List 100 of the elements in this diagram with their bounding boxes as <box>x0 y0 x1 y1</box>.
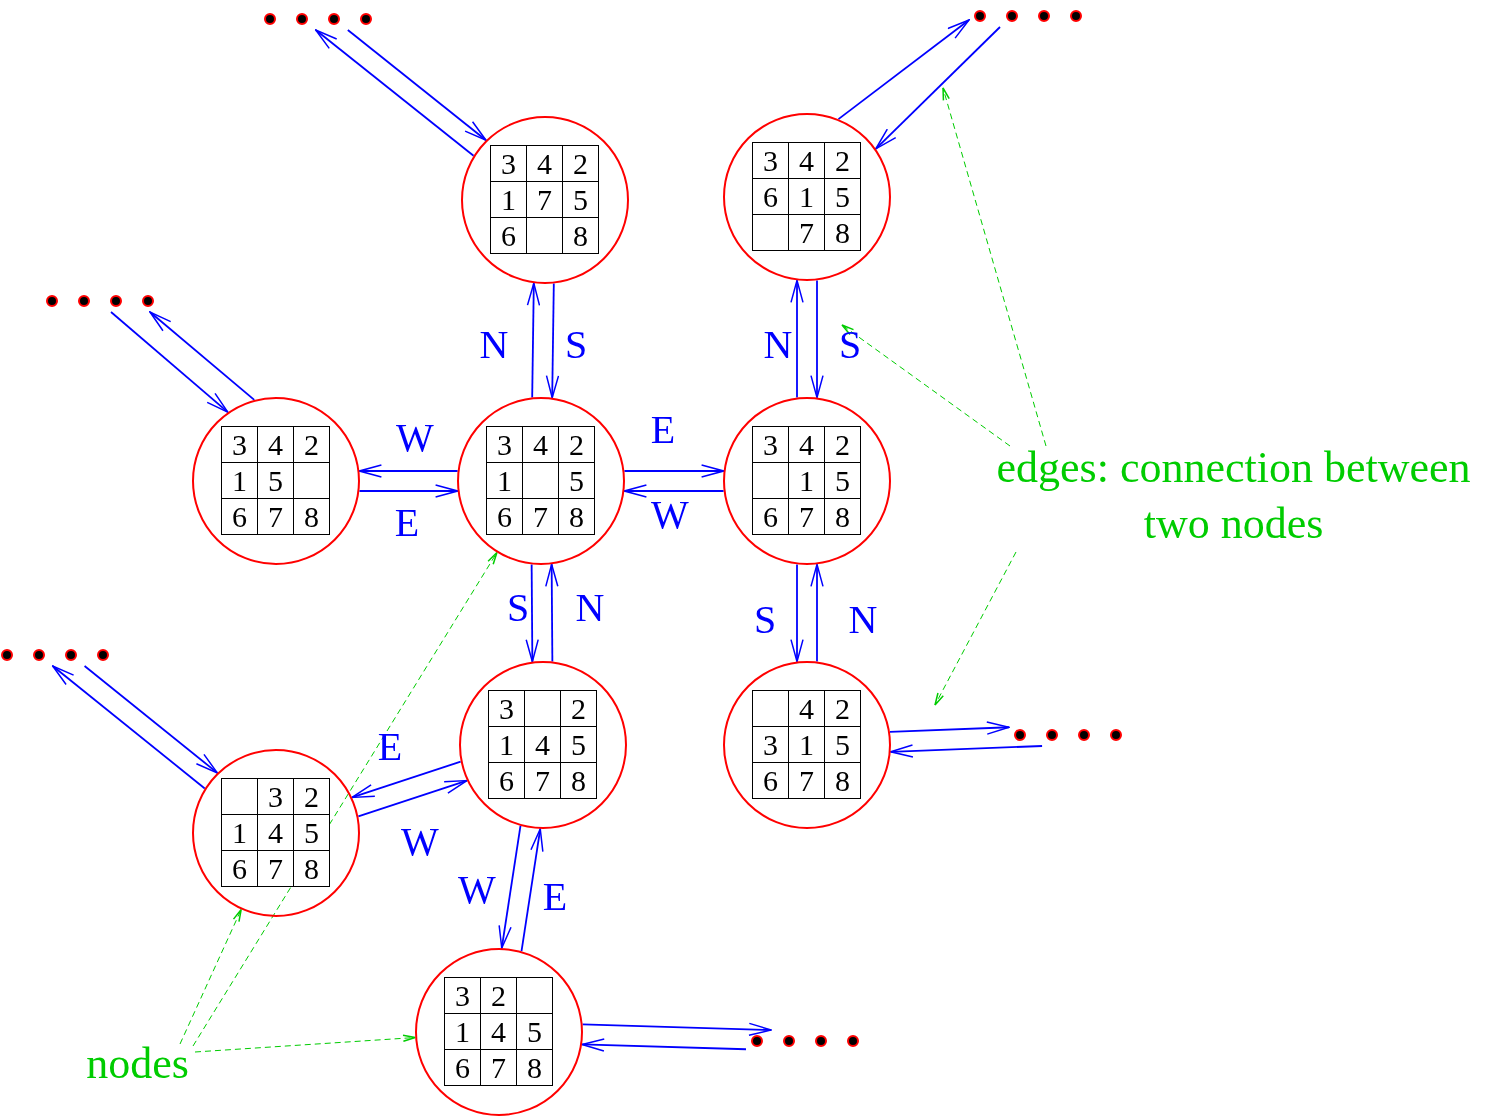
puzzle-tile: 8 <box>825 763 861 799</box>
edge-label: S <box>564 325 588 365</box>
puzzle-tile: 2 <box>825 142 861 179</box>
leader-line <box>934 551 1017 706</box>
puzzle-tile: 4 <box>789 142 825 179</box>
leader-line <box>841 324 1011 447</box>
puzzle-tile: 3 <box>258 778 294 815</box>
arrow <box>889 744 1043 758</box>
state-circle <box>723 661 891 829</box>
puzzle-tile: 7 <box>258 851 294 887</box>
arrow <box>110 311 229 414</box>
puzzle-tile: 2 <box>294 778 330 815</box>
puzzle-tile: 6 <box>488 763 525 799</box>
edge-label: S <box>838 325 862 365</box>
arrow <box>810 563 824 663</box>
arrow <box>358 464 459 478</box>
edge-label: W <box>651 495 689 535</box>
state-circle <box>723 397 891 565</box>
edge-label: E <box>394 503 420 543</box>
puzzle-tile: 3 <box>486 426 523 463</box>
puzzle-tile: 4 <box>789 426 825 463</box>
edge-label: N <box>479 325 509 365</box>
arrow <box>351 760 462 799</box>
puzzle-tile: 7 <box>258 499 294 535</box>
edge-label: E <box>542 877 568 917</box>
puzzle-tile: 2 <box>563 145 599 182</box>
edge-label: W <box>401 822 439 862</box>
puzzle-tile: 2 <box>825 690 861 727</box>
puzzle-tile: 6 <box>221 499 258 535</box>
arrow <box>581 1022 773 1037</box>
puzzle-tile: 7 <box>789 763 825 799</box>
arrow <box>545 282 560 399</box>
arrow <box>889 721 1010 735</box>
puzzle-tile: 7 <box>481 1050 517 1086</box>
puzzle-tile: 3 <box>444 977 481 1014</box>
puzzle-tile: 5 <box>561 727 597 763</box>
puzzle-tile: 8 <box>294 499 330 535</box>
state-circle <box>461 116 629 284</box>
state-circle <box>192 749 360 917</box>
puzzle-tile: 5 <box>825 179 861 215</box>
arrow <box>51 665 206 790</box>
puzzle-tile: 5 <box>258 463 294 499</box>
arrow <box>149 311 256 401</box>
puzzle-tile: 4 <box>258 426 294 463</box>
puzzle-tile: 1 <box>486 463 523 499</box>
puzzle-tile: 2 <box>559 426 595 463</box>
puzzle-tile: 7 <box>527 182 563 218</box>
puzzle-tile: 8 <box>825 215 861 251</box>
edge-label: N <box>848 600 878 640</box>
arrow <box>790 279 804 399</box>
arrow <box>810 279 824 399</box>
puzzle-tile: 3 <box>752 426 789 463</box>
puzzle-tile: 8 <box>517 1050 553 1086</box>
puzzle-tile: 5 <box>825 727 861 763</box>
state-circle <box>415 948 583 1116</box>
edge-label: E <box>377 727 403 767</box>
puzzle-tile: 5 <box>294 815 330 851</box>
puzzle-tile: 3 <box>490 145 527 182</box>
leader-line <box>179 908 242 1045</box>
puzzle-tile: 7 <box>789 215 825 251</box>
edge-label: N <box>575 588 605 628</box>
puzzle-tile: 2 <box>825 426 861 463</box>
leader-line <box>194 1034 416 1053</box>
arrow <box>790 563 804 663</box>
puzzle-tile: 8 <box>294 851 330 887</box>
puzzle-tile: 5 <box>559 463 595 499</box>
arrow <box>526 282 541 399</box>
puzzle-tile: 6 <box>444 1050 481 1086</box>
puzzle-tile: 2 <box>481 977 517 1014</box>
puzzle-tile: 5 <box>563 182 599 218</box>
puzzle-tile: 6 <box>221 851 258 887</box>
arrow <box>346 29 487 142</box>
arrow <box>581 1038 747 1052</box>
puzzle-tile: 4 <box>258 815 294 851</box>
arrow <box>357 779 468 818</box>
puzzle-tile: 4 <box>525 727 561 763</box>
leader-line <box>192 551 498 1047</box>
edge-label: N <box>763 325 793 365</box>
edge-label: E <box>650 410 676 450</box>
puzzle-tile: 7 <box>525 763 561 799</box>
puzzle-tile: 8 <box>561 763 597 799</box>
puzzle-tile: 4 <box>523 426 559 463</box>
puzzle-tile: 1 <box>789 179 825 215</box>
puzzle-tile: 4 <box>527 145 563 182</box>
puzzle-tile: 5 <box>825 463 861 499</box>
puzzle-tile: 2 <box>561 690 597 727</box>
puzzle-tile: 1 <box>221 463 258 499</box>
arrow <box>83 665 219 774</box>
arrow <box>358 484 459 498</box>
puzzle-tile: 3 <box>488 690 525 727</box>
puzzle-tile: 2 <box>294 426 330 463</box>
edge-label: W <box>458 870 496 910</box>
arrow <box>623 484 725 498</box>
puzzle-tile: 1 <box>488 727 525 763</box>
puzzle-tile: 4 <box>481 1014 517 1050</box>
state-circle <box>457 397 625 565</box>
annotation-text: nodes <box>80 1036 195 1092</box>
state-circle <box>192 397 360 565</box>
puzzle-tile: 3 <box>221 426 258 463</box>
puzzle-tile: 1 <box>490 182 527 218</box>
